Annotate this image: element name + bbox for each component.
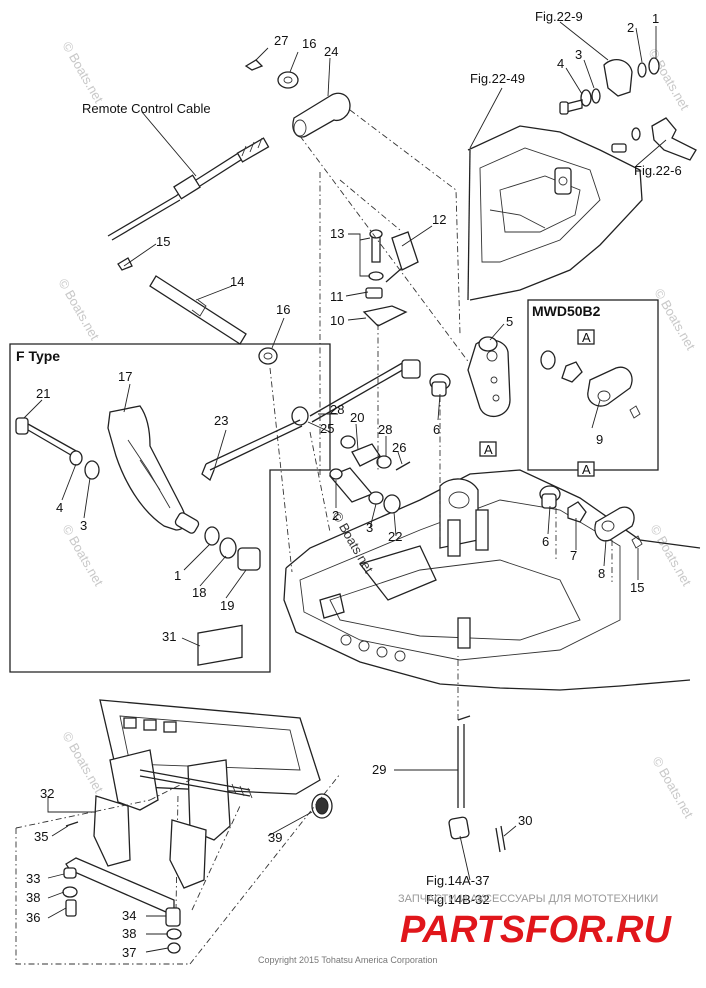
part-label-9: 9 — [596, 432, 603, 447]
part-label-12: 12 — [432, 212, 446, 227]
remote-control-cable — [107, 137, 270, 241]
part-label-1b: 1 — [174, 568, 181, 583]
inset-title-mwd50b2: MWD50B2 — [532, 303, 601, 319]
bracket-drawing — [93, 699, 333, 889]
watermark: © Boats.net — [647, 522, 694, 589]
stay-parts — [362, 229, 419, 327]
rod-29 — [448, 715, 506, 853]
callout-remote-control-cable: Remote Control Cable — [82, 101, 211, 116]
part-labels: Remote Control Cable Fig.22-9 Fig.22-49 … — [26, 9, 682, 960]
part-label-15: 15 — [156, 234, 170, 249]
part-label-29: 29 — [372, 762, 386, 777]
part-label-8: 8 — [598, 566, 605, 581]
part-label-21: 21 — [36, 386, 50, 401]
part-label-10: 10 — [330, 313, 344, 328]
part-label-24: 24 — [324, 44, 338, 59]
assembly-guide-lines — [175, 109, 613, 911]
watermark: © Boats.net — [645, 46, 692, 113]
part-label-4b: 4 — [56, 500, 63, 515]
part-label-28: 28 — [330, 402, 344, 417]
inset-title-f-type: F Type — [16, 348, 60, 364]
ref-box-a: A — [484, 442, 493, 457]
part-label-17: 17 — [118, 369, 132, 384]
part-label-38b: 38 — [122, 926, 136, 941]
part-label-27: 27 — [274, 33, 288, 48]
callout-fig-14b-32: Fig.14B-32 — [426, 892, 490, 907]
part-label-16: 16 — [302, 36, 316, 51]
shaft-14 — [117, 257, 278, 365]
part-label-14: 14 — [230, 274, 244, 289]
part-label-30: 30 — [518, 813, 532, 828]
part-label-6b: 6 — [542, 534, 549, 549]
part-label-2: 2 — [627, 20, 634, 35]
part-label-25: 25 — [320, 421, 334, 436]
part-label-13: 13 — [330, 226, 344, 241]
part-label-19: 19 — [220, 598, 234, 613]
cable-end-parts — [244, 59, 351, 138]
mwd50b2-inset: MWD50B2 A — [527, 299, 659, 471]
part-label-38: 38 — [26, 890, 40, 905]
part-label-3b: 3 — [80, 518, 87, 533]
fig-22-9-hardware — [559, 57, 697, 161]
part-label-37: 37 — [122, 945, 136, 960]
part-label-7: 7 — [570, 548, 577, 563]
part-label-18: 18 — [192, 585, 206, 600]
leader-lines — [23, 21, 667, 953]
part-label-39: 39 — [268, 830, 282, 845]
throttle-lever-5 — [429, 336, 511, 418]
part-label-6: 6 — [433, 422, 440, 437]
callout-fig-14a-37: Fig.14A-37 — [426, 873, 490, 888]
watermark: © Boats.net — [59, 729, 106, 796]
part-label-22: 22 — [388, 529, 402, 544]
part-label-32: 32 — [40, 786, 54, 801]
part-label-28b: 28 — [378, 422, 392, 437]
part-label-31: 31 — [162, 629, 176, 644]
watermark: © Boats.net — [55, 276, 102, 343]
part-label-33: 33 — [26, 871, 40, 886]
part-label-5: 5 — [506, 314, 513, 329]
callout-fig-22-6: Fig.22-6 — [634, 163, 682, 178]
part-label-3: 3 — [575, 47, 582, 62]
part-label-20: 20 — [350, 410, 364, 425]
f-type-inset: F Type — [9, 343, 331, 673]
part-label-4: 4 — [557, 56, 564, 71]
copyright-text: Copyright 2015 Tohatsu America Corporati… — [258, 955, 437, 965]
part-label-3c: 3 — [366, 520, 373, 535]
part-label-34: 34 — [122, 908, 136, 923]
part-label-36: 36 — [26, 910, 40, 925]
part-label-15b: 15 — [630, 580, 644, 595]
ref-box-a: A — [582, 462, 591, 477]
part-label-11: 11 — [330, 289, 344, 304]
footer: ЗАПЧАСТИ И АКСЕССУАРЫ ДЛЯ МОТОТЕХНИКИ PA… — [258, 893, 672, 965]
seller-tagline: ЗАПЧАСТИ И АКСЕССУАРЫ ДЛЯ МОТОТЕХНИКИ — [398, 893, 658, 905]
part-label-26: 26 — [392, 440, 406, 455]
watermark: © Boats.net — [649, 754, 696, 821]
part-label-23: 23 — [214, 413, 228, 428]
watermark: © Boats.net — [59, 39, 106, 106]
part-label-16b: 16 — [276, 302, 290, 317]
ref-box-a: A — [582, 330, 591, 345]
part-label-2b: 2 — [332, 508, 339, 523]
lower-cover-drawing: A — [283, 441, 701, 691]
callout-fig-22-49: Fig.22-49 — [470, 71, 525, 86]
link-kit-32 — [15, 773, 341, 965]
part-label-35: 35 — [34, 829, 48, 844]
part-label-1: 1 — [652, 11, 659, 26]
seller-brand-logo: PARTSFOR.RU — [400, 909, 672, 951]
callout-fig-22-9: Fig.22-9 — [535, 9, 583, 24]
lever-link-parts: A — [539, 461, 643, 549]
bottom-cowl-drawing — [467, 125, 643, 301]
